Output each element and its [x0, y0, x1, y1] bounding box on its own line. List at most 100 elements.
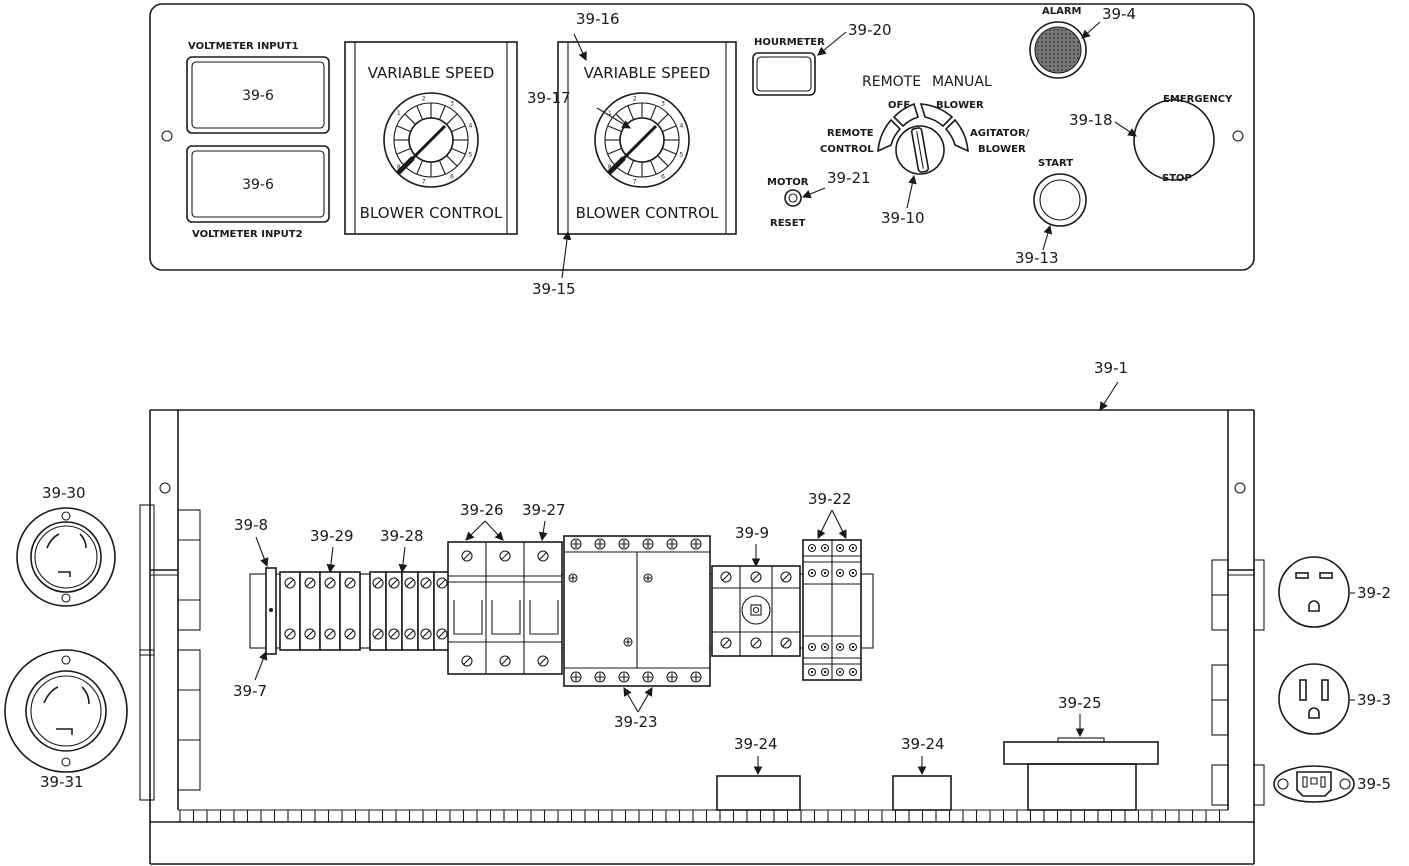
alarm-label: ALARM: [1042, 6, 1082, 17]
voltmeter-2-ref: 39-6: [242, 177, 274, 193]
start-button[interactable]: START: [1033, 158, 1087, 227]
dial-number: 7: [633, 178, 637, 185]
manual-label: MANUAL: [932, 74, 992, 90]
dial-number: 1: [397, 110, 401, 117]
callout-39-18: 39-18: [1069, 111, 1113, 129]
callout-39-31: 39-31: [40, 773, 84, 791]
dial-number: 3: [661, 101, 665, 108]
voltmeter-1-ref: 39-6: [242, 88, 274, 104]
callout-39-24-b: 39-24: [901, 735, 945, 753]
callout-39-30: 39-30: [42, 484, 86, 502]
callout-39-25: 39-25: [1058, 694, 1102, 712]
mode-selector-switch[interactable]: REMOTE MANUAL OFF BLOWER REMOTE CONTROL …: [820, 74, 1030, 175]
motor-label: MOTOR: [767, 177, 809, 188]
agitator-label-2: BLOWER: [978, 144, 1026, 155]
dial-number: 1: [608, 110, 612, 117]
callout-39-24-a: 39-24: [734, 735, 778, 753]
receptacle-39-3: [1278, 663, 1350, 735]
dial-number: 7: [422, 178, 426, 185]
dial-number: 2: [422, 96, 426, 103]
component-39-25: [1003, 737, 1159, 811]
callout-39-28: 39-28: [380, 527, 424, 545]
dial-number: 6: [661, 173, 665, 180]
callout-39-23: 39-23: [614, 713, 658, 731]
remote-label: REMOTE: [862, 74, 921, 90]
speed-dial-2[interactable]: 1 2 3 4 5 6 7 8: [594, 92, 690, 188]
callout-39-2: 39-2: [1357, 584, 1391, 602]
callout-39-5: 39-5: [1357, 775, 1391, 793]
receptacle-39-31: [4, 649, 128, 773]
stop-label: STOP: [1162, 173, 1192, 184]
component-39-24-a: [716, 775, 801, 811]
circuit-breakers: [447, 541, 563, 675]
receptacle-39-2: [1278, 556, 1350, 628]
callout-39-20: 39-20: [848, 21, 892, 39]
component-39-24-b: [892, 775, 952, 811]
callout-39-26: 39-26: [460, 501, 504, 519]
dial-number: 6: [450, 173, 454, 180]
enclosure-callouts: 39-30 39-31 39-2 39-3 39-5 39-8 39-7 39-…: [40, 484, 1391, 793]
receptacle-39-30: [16, 507, 116, 607]
callout-39-27: 39-27: [522, 501, 566, 519]
speed-dial-1[interactable]: 1 2 3 4 5 6 7 8: [383, 92, 479, 188]
blower-speed-control-2: VARIABLE SPEED BLOWER CONTROL 1 2 3 4 5 6 7 8: [557, 41, 737, 235]
terminal-blocks-39-28: [369, 571, 451, 651]
remote-control-label-2: CONTROL: [820, 144, 874, 155]
motor-reset-button[interactable]: MOTOR RESET: [767, 177, 809, 229]
blower-speed-control-1: VARIABLE SPEED BLOWER CONTROL 1 2 3 4 5 6 7 8: [344, 41, 518, 235]
hourmeter-label: HOURMETER: [754, 37, 825, 48]
emergency-stop-button[interactable]: EMERGENCY STOP: [1133, 94, 1233, 184]
fuse-holders-39-22: [802, 539, 874, 681]
callout-39-29: 39-29: [310, 527, 354, 545]
voltmeter-1: VOLTMETER INPUT1 39-6: [186, 41, 330, 134]
callout-39-17: 39-17: [527, 89, 571, 107]
callout-39-4: 39-4: [1102, 5, 1136, 23]
dial-number: 3: [450, 101, 454, 108]
voltmeter-input1-label: VOLTMETER INPUT1: [188, 41, 299, 52]
floor-grating: [179, 810, 1221, 822]
inlet-39-5: [1273, 765, 1355, 803]
hourmeter: HOURMETER: [752, 37, 825, 96]
callout-39-3: 39-3: [1357, 691, 1391, 709]
callout-39-9: 39-9: [735, 524, 769, 542]
contactor-39-23: [563, 535, 711, 687]
overload-relay-39-9: [711, 565, 801, 657]
callout-39-8: 39-8: [234, 516, 268, 534]
dial-number: 5: [680, 151, 684, 158]
dial-number: 8: [397, 164, 401, 171]
front-panel-callouts: 39-16 39-17 39-15 39-20 39-4 39-18 39-21…: [527, 5, 1137, 298]
alarm-light: ALARM: [1029, 6, 1087, 79]
dial-number: 4: [469, 123, 473, 130]
callout-39-13: 39-13: [1015, 249, 1059, 267]
dial-number: 8: [608, 164, 612, 171]
dial-number: 2: [633, 96, 637, 103]
variable-speed-label-2: VARIABLE SPEED: [584, 64, 711, 82]
callout-39-1: 39-1: [1094, 359, 1128, 377]
off-label: OFF: [888, 100, 910, 111]
remote-control-label-1: REMOTE: [827, 128, 874, 139]
callout-39-16: 39-16: [576, 10, 620, 28]
emergency-label: EMERGENCY: [1163, 94, 1233, 105]
mount-hole-left: [161, 130, 173, 142]
callout-39-21: 39-21: [827, 169, 871, 187]
enclosure-interior: 39-1: [139, 359, 1265, 865]
callout-39-7: 39-7: [233, 682, 267, 700]
reset-label: RESET: [770, 218, 806, 229]
callout-39-10: 39-10: [881, 209, 925, 227]
blower-label: BLOWER: [936, 100, 984, 111]
dial-number: 5: [469, 151, 473, 158]
dial-number: 4: [680, 123, 684, 130]
callout-39-22: 39-22: [808, 490, 852, 508]
blower-control-label-1: BLOWER CONTROL: [360, 204, 503, 222]
start-label: START: [1038, 158, 1073, 169]
terminal-blocks-39-29: [279, 571, 371, 651]
voltmeter-input2-label: VOLTMETER INPUT2: [192, 229, 303, 240]
variable-speed-label-1: VARIABLE SPEED: [368, 64, 495, 82]
agitator-label-1: AGITATOR/: [970, 128, 1030, 139]
mount-hole-right: [1232, 130, 1244, 142]
front-panel: VOLTMETER INPUT1 39-6 39-6 VOLTMETER INP…: [149, 3, 1255, 271]
blower-control-label-2: BLOWER CONTROL: [576, 204, 719, 222]
callout-39-15: 39-15: [532, 280, 576, 298]
voltmeter-2: 39-6 VOLTMETER INPUT2: [186, 145, 330, 240]
